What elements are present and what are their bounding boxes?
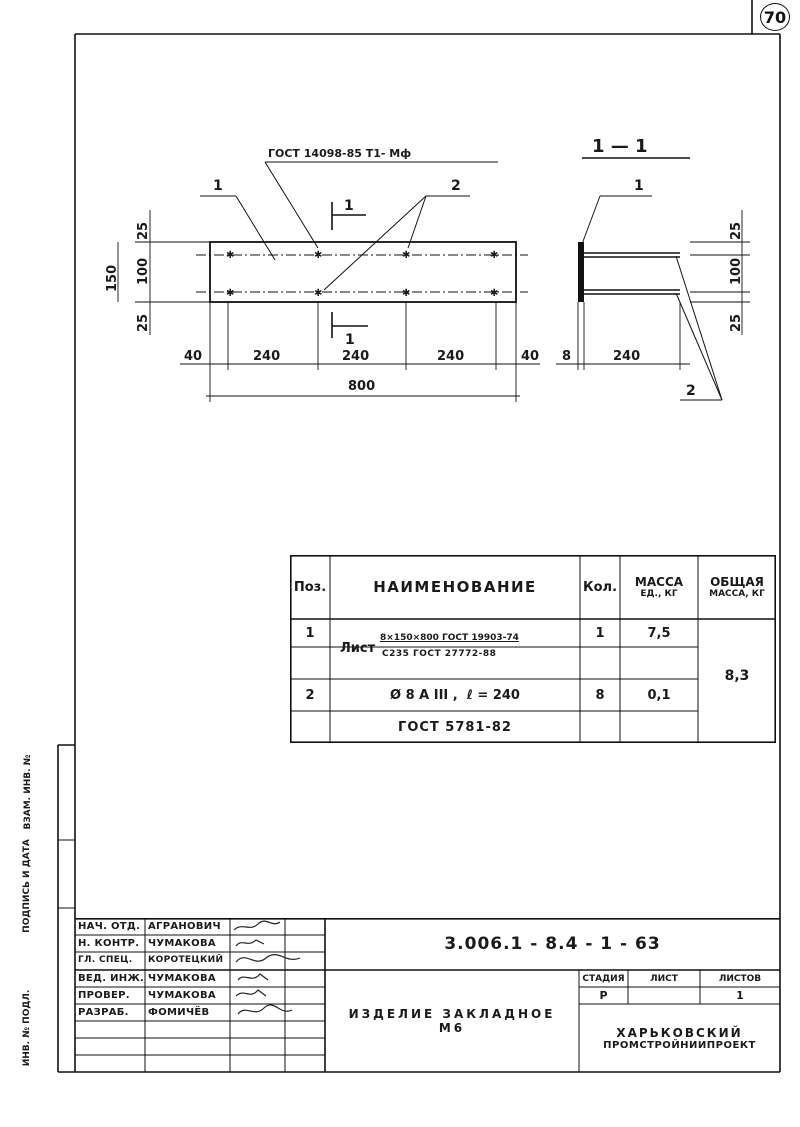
row1-name-top: 8×150×800 ГОСТ 19903-74	[380, 633, 519, 643]
page-number-badge: 70	[760, 3, 790, 31]
page-number: 70	[763, 7, 787, 27]
signatory-role-5: Провер.	[78, 990, 130, 1001]
section-title: 1 — 1	[592, 136, 648, 157]
plate-section	[578, 242, 584, 302]
row1-qty: 1	[595, 625, 605, 641]
technical-drawing: ГОСТ 14098-85 Т1- Мф 1 2 1 1 ✱ ✱ ✱ ✱ ✱ ✱ ✱ ✱ 2…	[105, 136, 750, 402]
row1-name-bottom: С235 ГОСТ 27772-88	[382, 649, 497, 659]
section-dim-inner: 100	[729, 258, 744, 285]
header-mass-unit-line2: ед., кг	[640, 589, 678, 599]
signatory-role-4: Вед. инж.	[78, 973, 145, 984]
leader-note: ГОСТ 14098-85 Т1- Мф	[268, 147, 411, 160]
header-mass-total-line1: Общая	[710, 575, 764, 589]
section-dim-top: 25	[729, 222, 744, 240]
row1-name: Лист 8×150×800 ГОСТ 19903-74 С235 ГОСТ 2…	[330, 619, 580, 679]
side-label-inventory: Инв. № подл.	[22, 989, 32, 1067]
header-qty: Кол.	[582, 579, 618, 595]
product-name-line1: Изделие закладное	[348, 1007, 556, 1021]
plate-front-view	[209, 241, 517, 303]
section-dim-thickness: 8	[562, 349, 571, 364]
side-label-replaced-inventory: Взам. инв. №	[23, 754, 33, 830]
callout-plate: 1	[213, 178, 223, 194]
section-mark-top: 1	[344, 198, 354, 214]
section-mark-bottom: 1	[345, 332, 355, 348]
svg-text:✱: ✱	[490, 250, 498, 261]
specification-table: Поз. Наименование Кол. Масса ед., кг Общ…	[290, 555, 776, 743]
signatory-name-5: Чумакова	[148, 990, 216, 1001]
row2-qty: 8	[595, 687, 605, 703]
header-mass-unit-line1: Масса	[634, 575, 684, 589]
header-mass-total: Общая масса, кг	[698, 555, 776, 619]
title-block-grid	[75, 918, 780, 1072]
section-dim-rod-length: 240	[613, 349, 640, 364]
svg-text:✱: ✱	[402, 250, 410, 261]
dim-left-edge: 40	[184, 349, 202, 364]
signatory-role-1: Нач. отд.	[78, 921, 141, 932]
svg-text:✱: ✱	[314, 288, 322, 299]
svg-text:✱: ✱	[490, 288, 498, 299]
product-name: Изделие закладное М6	[325, 970, 579, 1072]
row1-pos: 1	[305, 625, 315, 641]
dim-overall-length: 800	[348, 379, 375, 394]
section-dim-bottom: 25	[729, 314, 744, 332]
signatory-role-3: Гл. спец.	[78, 955, 133, 965]
svg-text:✱: ✱	[226, 250, 234, 261]
signatory-name-2: Чумакова	[148, 938, 216, 949]
weld-marks: ✱ ✱ ✱ ✱ ✱ ✱ ✱ ✱	[226, 250, 498, 299]
mass-total: 8,3	[724, 668, 750, 684]
dim-top-margin: 25	[136, 222, 151, 240]
organization-line1: Харьковский	[616, 1025, 743, 1040]
row2-pos: 2	[305, 687, 315, 703]
row3-name: ГОСТ 5781-82	[398, 719, 512, 735]
header-mass-unit: Масса ед., кг	[620, 555, 698, 619]
organization-line2: Промстройниипроект	[603, 1039, 756, 1051]
header-mass-total-line2: масса, кг	[709, 589, 765, 599]
dim-bottom-margin: 25	[136, 314, 151, 332]
header-pos: Поз.	[293, 579, 327, 595]
row2-mass-unit: 0,1	[647, 687, 671, 703]
svg-text:✱: ✱	[314, 250, 322, 261]
row1-name-prefix: Лист	[340, 641, 376, 656]
section-callout-plate: 1	[634, 178, 644, 194]
sheet-value	[628, 987, 700, 1004]
sheet-label: Лист	[650, 973, 678, 984]
stage-label: Стадия	[582, 973, 625, 984]
section-callout-rod: 2	[686, 383, 696, 399]
signatory-name-3: Коротецкий	[148, 955, 224, 965]
dim-span-2: 240	[342, 349, 369, 364]
signatory-name-6: Фомичёв	[148, 1007, 210, 1018]
document-code: 3.006.1 - 8.4 - 1 - 63	[444, 934, 661, 954]
sheets-value: 1	[736, 989, 744, 1002]
stage-value: Р	[599, 989, 608, 1002]
dim-right-edge: 40	[521, 349, 539, 364]
row1-mass-unit: 7,5	[647, 625, 671, 641]
dim-span-1: 240	[253, 349, 280, 364]
dim-overall-height: 150	[105, 265, 120, 292]
signatory-role-6: Разраб.	[78, 1007, 129, 1018]
callout-rod: 2	[451, 178, 461, 194]
header-name: Наименование	[373, 578, 537, 596]
signature-marks	[233, 920, 301, 1015]
organization: Харьковский Промстройниипроект	[579, 1004, 780, 1072]
dim-span-3: 240	[437, 349, 464, 364]
signatory-name-1: Агранович	[148, 921, 221, 932]
title-block: Нач. отд. Агранович Н. контр. Чумакова Г…	[75, 918, 780, 1072]
signatory-name-4: Чумакова	[148, 973, 216, 984]
row2-name: Ø 8 А III , ℓ = 240	[390, 687, 520, 703]
sheets-label: Листов	[718, 973, 762, 984]
table-grid	[290, 555, 776, 743]
signatory-role-2: Н. контр.	[78, 938, 140, 949]
product-name-line2: М6	[438, 1021, 466, 1035]
svg-text:✱: ✱	[402, 288, 410, 299]
svg-text:✱: ✱	[226, 288, 234, 299]
dim-inner-height: 100	[136, 258, 151, 285]
